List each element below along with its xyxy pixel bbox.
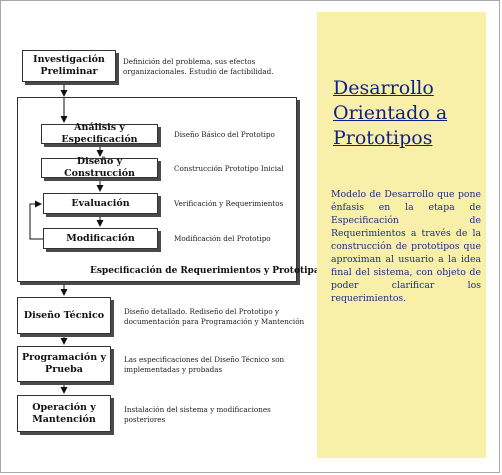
step-evaluacion: Evaluación xyxy=(43,193,158,214)
desc-programacion-prueba: Las especificaciones del Diseño Técnico … xyxy=(124,355,285,374)
panel-title: Desarrollo Orientado a Prototipos xyxy=(333,77,448,149)
step-diseno-tecnico: Diseño Técnico xyxy=(17,297,111,334)
desc-evaluacion: Verificación y Requerimientos xyxy=(174,199,284,208)
desc-analisis-especificacion: Diseño Básico del Prototipo xyxy=(174,130,275,139)
step-operacion-mantencion: Operación y Mantención xyxy=(17,395,111,432)
step-diseno-construccion: Diseño y Construcción xyxy=(41,156,158,179)
desc-operacion-mantencion: Instalación del sistema y modificaciones… xyxy=(124,405,271,424)
info-panel xyxy=(317,12,486,458)
desc-diseno-construccion: Construcción Prototipo Inicial xyxy=(174,164,284,173)
step-modificacion: Modificación xyxy=(43,228,158,249)
arrow-loop-modificacion-to-evaluacion xyxy=(29,200,43,240)
desc-diseno-tecnico: Diseño detallado. Rediseño del Prototipo… xyxy=(124,307,305,326)
desc-investigacion-preliminar: Definición del problema, sus efectos org… xyxy=(123,57,274,76)
desc-modificacion: Modificación del Prototipo xyxy=(174,234,271,243)
group-label: Especificación de Requerimientos y Proto… xyxy=(90,266,332,276)
step-investigacion-preliminar: Investigación Preliminar xyxy=(22,50,116,82)
panel-description: Modelo de Desarrollo que pone énfasis en… xyxy=(331,189,481,304)
step-analisis-especificacion: Análisis y Especificación xyxy=(41,122,158,145)
prototyping-group-box xyxy=(17,97,297,282)
step-programacion-prueba: Programación y Prueba xyxy=(17,346,111,382)
